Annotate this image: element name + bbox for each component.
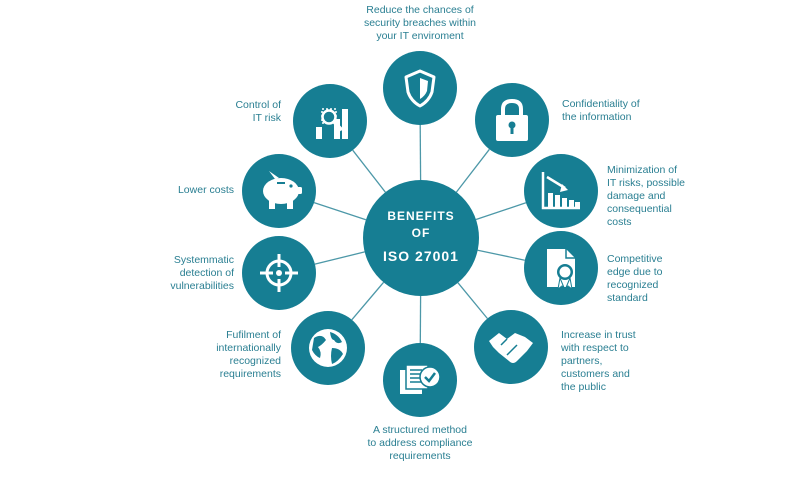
connector-line bbox=[475, 202, 527, 221]
label-line: customers and bbox=[561, 368, 630, 380]
label-minimization: Minimization of IT risks, possible damag… bbox=[607, 164, 737, 229]
label-line: with respect to bbox=[561, 342, 629, 354]
label-line: recognized bbox=[607, 279, 659, 291]
piggy-bank-icon bbox=[263, 171, 302, 209]
node-competitive bbox=[524, 231, 598, 305]
label-line: costs bbox=[607, 216, 632, 228]
label-line: Competitive bbox=[607, 253, 663, 265]
magnified-chart-icon bbox=[316, 108, 348, 139]
label-structured: A structured method to address complianc… bbox=[330, 424, 510, 463]
node-detection bbox=[242, 236, 316, 310]
benefit-nodes bbox=[242, 51, 598, 417]
label-detection: Systemmatic detection of vulnerabilities bbox=[110, 254, 234, 293]
label-line: A structured method bbox=[373, 424, 467, 436]
globe-icon bbox=[309, 329, 347, 367]
node-structured bbox=[383, 343, 457, 417]
connector-line bbox=[313, 201, 367, 221]
label-line: your IT enviroment bbox=[376, 30, 464, 42]
central-hub-title: BENEFITS OF ISO 27001 bbox=[360, 208, 482, 268]
label-line: the information bbox=[562, 111, 632, 123]
node-fulfilment bbox=[291, 311, 365, 385]
hub-line-iso: ISO 27001 bbox=[383, 248, 459, 264]
label-costs: Lower costs bbox=[110, 184, 234, 197]
connector-line bbox=[457, 282, 488, 319]
label-confidentiality: Confidentiality of the information bbox=[562, 98, 692, 124]
handshake-icon bbox=[489, 333, 533, 363]
label-line: edge due to bbox=[607, 266, 663, 278]
label-line: Confidentiality of bbox=[562, 98, 640, 110]
label-line: Systemmatic bbox=[173, 254, 234, 266]
label-competitive: Competitive edge due to recognized stand… bbox=[607, 253, 727, 305]
node-security bbox=[383, 51, 457, 125]
shield-icon bbox=[404, 69, 436, 108]
label-line: Minimization of bbox=[607, 164, 678, 176]
node-costs bbox=[242, 154, 316, 228]
label-control: Control of IT risk bbox=[180, 99, 281, 125]
label-line: to address compliance bbox=[367, 437, 473, 449]
hub-line-benefits: BENEFITS bbox=[387, 209, 455, 223]
certificate-icon bbox=[547, 249, 575, 291]
node-minimization bbox=[524, 154, 598, 228]
declining-chart-icon bbox=[541, 172, 580, 210]
label-line: the public bbox=[561, 381, 606, 393]
connector-line bbox=[477, 249, 525, 261]
label-line: detection of bbox=[179, 267, 234, 279]
label-line: IT risks, possible bbox=[607, 177, 685, 189]
label-trust: Increase in trust with respect to partne… bbox=[561, 329, 691, 394]
connector-line bbox=[455, 148, 490, 193]
node-trust bbox=[474, 310, 548, 384]
label-line: Reduce the chances of bbox=[366, 4, 474, 16]
padlock-icon bbox=[496, 98, 528, 141]
node-confidentiality bbox=[475, 83, 549, 157]
label-line: security breaches within bbox=[363, 17, 477, 29]
label-line: consequential bbox=[607, 203, 672, 215]
label-line: standard bbox=[607, 292, 648, 304]
label-line: Lower costs bbox=[177, 184, 234, 196]
label-security: Reduce the chances of security breaches … bbox=[330, 4, 510, 43]
central-hub-circle bbox=[363, 180, 479, 296]
checked-documents-icon bbox=[400, 364, 441, 394]
label-fulfilment: Fufilment of internationally recognized … bbox=[150, 329, 281, 381]
label-line: requirements bbox=[219, 368, 281, 380]
label-line: vulnerabilities bbox=[170, 280, 234, 292]
connector-line bbox=[352, 149, 386, 193]
label-line: Control of bbox=[235, 99, 281, 111]
label-line: Fufilment of bbox=[226, 329, 281, 341]
label-line: recognized bbox=[229, 355, 281, 367]
label-line: requirements bbox=[389, 450, 451, 462]
connector-lines bbox=[313, 124, 527, 344]
label-line: damage and bbox=[607, 190, 666, 202]
crosshair-icon bbox=[260, 254, 298, 292]
hub-line-of: OF bbox=[411, 226, 431, 240]
connector-line bbox=[351, 281, 385, 321]
connector-line bbox=[314, 251, 365, 265]
label-line: IT risk bbox=[252, 112, 281, 124]
label-line: Increase in trust bbox=[561, 329, 636, 341]
node-control bbox=[293, 84, 367, 158]
label-line: partners, bbox=[561, 355, 603, 367]
label-line: internationally bbox=[216, 342, 281, 354]
